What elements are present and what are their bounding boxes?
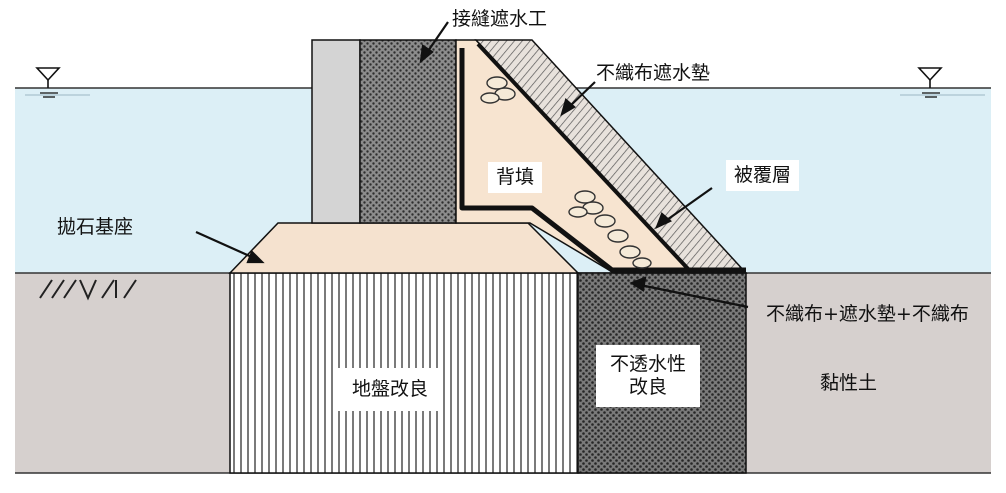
caisson-concrete xyxy=(311,39,361,224)
water-level-icon xyxy=(35,67,61,98)
label-impermeable-improvement: 不透水性 改良 xyxy=(596,345,701,407)
label-rubble-mound: 拋石基座 xyxy=(57,216,134,238)
label-backfill: 背填 xyxy=(488,162,543,193)
composite-liner-line xyxy=(459,48,746,273)
label-impermeable-line2: 改良 xyxy=(629,375,668,398)
nonwoven-mat-line xyxy=(476,42,692,273)
label-clay: 黏性土 xyxy=(820,372,878,394)
leader-arrows xyxy=(195,21,749,309)
label-ground-improvement: 地盤改良 xyxy=(338,368,443,411)
seabed-hatch-marks xyxy=(39,279,137,301)
label-joint-sealing: 接縫遮水工 xyxy=(452,8,548,30)
label-armor-layer: 被覆層 xyxy=(726,160,800,191)
water-level-icon xyxy=(917,67,943,98)
label-impermeable-line1: 不透水性 xyxy=(610,353,687,375)
label-nonwoven-mat: 不織布遮水墊 xyxy=(596,62,711,84)
label-composite-liner: 不織布+遮水墊+不織布 xyxy=(766,303,969,325)
rubble-mound xyxy=(228,222,580,274)
joint-sealing-zone xyxy=(359,39,457,224)
rubble-stones xyxy=(480,76,652,269)
